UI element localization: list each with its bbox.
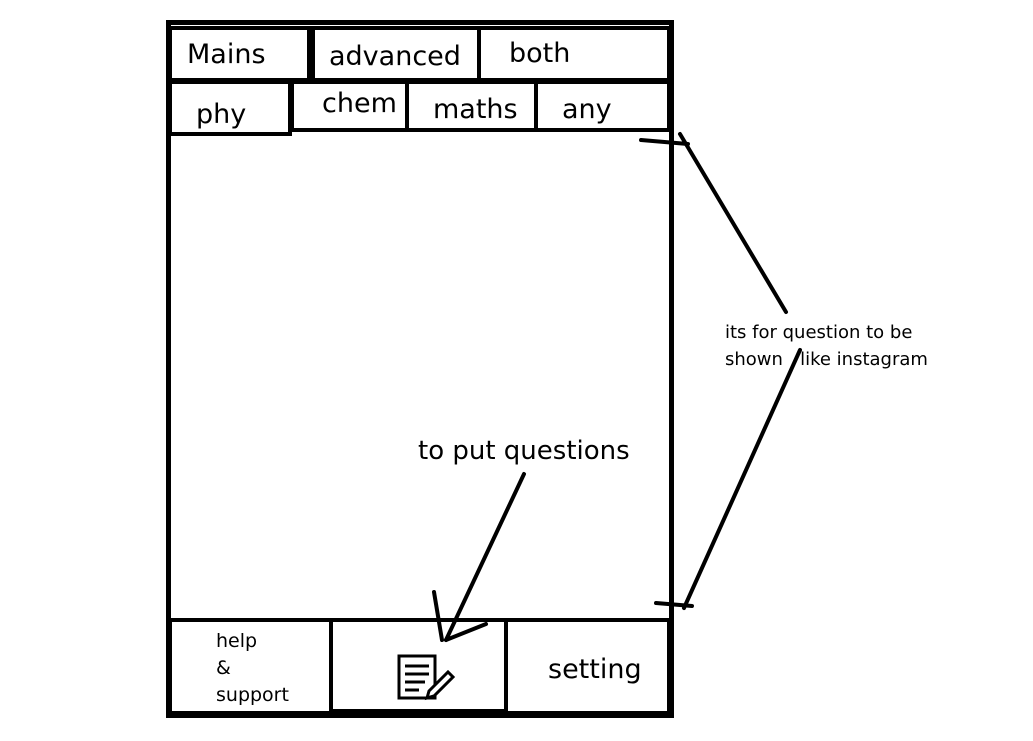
feed-annotation-line2: shown like instagram	[725, 349, 928, 370]
setting-button[interactable]: setting	[504, 618, 671, 715]
compose-annotation: to put questions	[418, 436, 630, 466]
edit-document-icon	[397, 654, 457, 702]
tab-phy[interactable]: phy	[168, 80, 292, 136]
help-label-line3: support	[216, 684, 289, 706]
tab-any-label: any	[562, 94, 612, 125]
tab-advanced-label: advanced	[329, 41, 461, 72]
tab-both[interactable]: both	[477, 26, 671, 82]
tab-mains-label: Mains	[187, 39, 266, 70]
compose-question-button[interactable]	[329, 618, 508, 713]
help-label-line1: help	[216, 630, 258, 652]
tab-any[interactable]: any	[534, 80, 671, 132]
tab-advanced[interactable]: advanced	[311, 26, 481, 82]
feed-annotation-line1: its for question to be	[725, 322, 913, 343]
tab-chem[interactable]: chem	[290, 80, 409, 132]
tab-maths-label: maths	[433, 94, 518, 125]
tab-phy-label: phy	[196, 99, 247, 130]
phone-frame	[166, 20, 674, 718]
help-label-line2: &	[216, 657, 231, 679]
feed-arrow-lower-line	[682, 348, 802, 610]
tab-both-label: both	[509, 38, 571, 69]
tab-maths[interactable]: maths	[405, 80, 538, 132]
tab-mains[interactable]: Mains	[168, 26, 311, 82]
help-support-button[interactable]: help & support	[168, 618, 333, 715]
tab-chem-label: chem	[322, 88, 397, 119]
feed-arrow-upper-line	[678, 132, 788, 314]
question-feed[interactable]	[171, 132, 669, 618]
setting-label: setting	[548, 654, 642, 685]
